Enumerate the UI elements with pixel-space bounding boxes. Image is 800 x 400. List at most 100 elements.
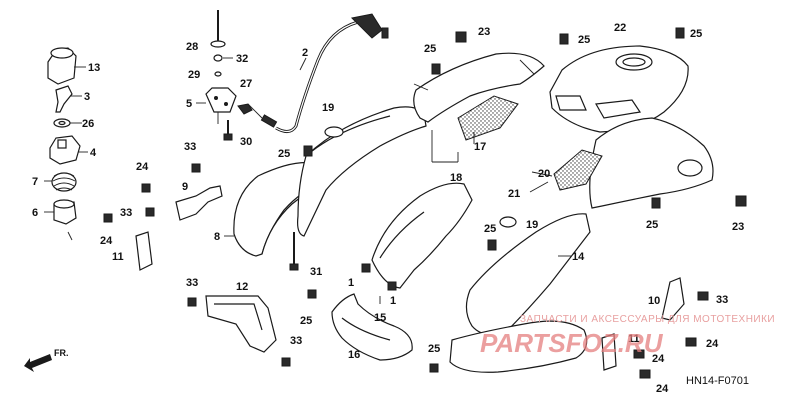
callout-24a: 24 xyxy=(136,161,149,173)
washer-part-26 xyxy=(53,118,82,128)
callout-7: 7 xyxy=(32,176,38,188)
callout-19b: 19 xyxy=(526,219,538,231)
cable-part-2 xyxy=(260,13,389,133)
callout-33e: 33 xyxy=(716,294,728,306)
leader xyxy=(67,231,73,241)
callout-14: 14 xyxy=(572,251,585,263)
screw-part-27 xyxy=(237,103,263,119)
callout-26: 26 xyxy=(82,118,94,130)
callout-10: 10 xyxy=(648,295,660,307)
callout-11a: 11 xyxy=(112,251,124,263)
valve-part-3 xyxy=(55,85,82,113)
callout-25h: 25 xyxy=(646,219,658,231)
callout-31: 31 xyxy=(310,266,322,278)
callout-28: 28 xyxy=(186,41,198,53)
callout-15: 15 xyxy=(374,312,386,324)
callout-24e: 24 xyxy=(656,383,669,395)
bracket-part-5 xyxy=(196,87,237,113)
callout-17: 17 xyxy=(474,141,486,153)
bolt-part-33a xyxy=(191,163,201,173)
tank-cover-part-22 xyxy=(549,45,689,133)
bracket-part-10 xyxy=(661,277,685,321)
bolt-part-25g xyxy=(675,27,685,39)
bolt-part-33e xyxy=(697,291,709,301)
callout-22: 22 xyxy=(614,22,626,34)
callout-25d: 25 xyxy=(484,223,496,235)
callout-1b: 1 xyxy=(390,295,396,307)
callout-23b: 23 xyxy=(732,221,744,233)
callout-32: 32 xyxy=(236,53,248,65)
callout-25f: 25 xyxy=(578,34,590,46)
callout-24c: 24 xyxy=(706,338,719,350)
bolt-part-24d xyxy=(639,369,651,379)
callout-30: 30 xyxy=(240,136,252,148)
callout-33b: 33 xyxy=(120,207,132,219)
housing-part-4 xyxy=(49,135,88,165)
bolt-part-25e xyxy=(431,63,441,75)
callout-29: 29 xyxy=(188,69,200,81)
bolt-part-1c xyxy=(633,349,645,359)
stay-part-11b xyxy=(601,333,617,371)
callout-25e: 25 xyxy=(424,43,436,55)
callout-33a: 33 xyxy=(184,141,196,153)
watermark-tagline: ЗАПЧАСТИ И АКСЕССУАРЫ ДЛЯ МОТОТЕХНИКИ xyxy=(520,314,775,325)
callout-16: 16 xyxy=(348,349,360,361)
callout-20: 20 xyxy=(538,168,550,180)
bolt-part-25d xyxy=(487,239,497,251)
callout-3: 3 xyxy=(84,91,90,103)
bolt-part-33c xyxy=(187,297,197,307)
spring-part-7 xyxy=(44,172,77,192)
callout-27: 27 xyxy=(240,78,252,90)
callout-12: 12 xyxy=(236,281,248,293)
callout-25b: 25 xyxy=(300,315,312,327)
stay-part-11 xyxy=(135,231,153,271)
callout-23a: 23 xyxy=(478,26,490,38)
callout-33c: 33 xyxy=(186,277,198,289)
callout-24b: 24 xyxy=(100,235,113,247)
callout-25c: 25 xyxy=(428,343,440,355)
front-arrow-icon: FR. xyxy=(24,348,69,372)
bolt-part-24b xyxy=(103,213,113,223)
diagram-code: HN14-F0701 xyxy=(686,375,749,387)
callout-24d: 24 xyxy=(652,353,665,365)
callout-13: 13 xyxy=(88,62,100,74)
callout-21: 21 xyxy=(508,188,520,200)
bolt-part-25a xyxy=(303,145,313,157)
cap-part-6 xyxy=(44,199,77,225)
leader xyxy=(531,171,553,177)
callout-5: 5 xyxy=(186,98,192,110)
side-panel-part-20 xyxy=(553,117,714,209)
grommet-part-19a xyxy=(324,126,344,138)
watermark: ЗАПЧАСТИ И АКСЕССУАРЫ ДЛЯ МОТОТЕХНИКИ PA… xyxy=(480,314,775,358)
stud-part-28 xyxy=(210,10,226,48)
front-marker: FR. xyxy=(54,348,69,358)
lower-cover-part-14 xyxy=(449,213,591,373)
bolt-part-25b xyxy=(307,289,317,299)
center-shroud-part-15 xyxy=(371,182,473,289)
bolt-part-31 xyxy=(289,232,299,271)
leader xyxy=(529,181,549,193)
bolt-part-25f xyxy=(559,33,569,45)
bolt-part-25h xyxy=(651,197,661,209)
clip-part-1 xyxy=(361,263,397,291)
cap-part-13 xyxy=(47,47,86,85)
bracket-part-9 xyxy=(175,185,223,221)
callout-18: 18 xyxy=(450,172,462,184)
bolt-part-23b xyxy=(735,195,747,207)
callout-2: 2 xyxy=(302,47,308,59)
callout-25g: 25 xyxy=(690,28,702,40)
bolt-part-24a xyxy=(141,183,151,193)
watermark-brand: PARTSFOZ.RU xyxy=(480,328,664,358)
washer-part-29 xyxy=(214,71,222,77)
callout-4: 4 xyxy=(90,147,97,159)
side-cover-part-17 xyxy=(413,52,545,141)
undercover-part-16 xyxy=(331,293,413,361)
callout-1a: 1 xyxy=(348,277,354,289)
bolt-part-25c xyxy=(429,363,439,373)
callout-6: 6 xyxy=(32,207,38,219)
grommet-part-19b xyxy=(499,216,517,228)
nut-part-32 xyxy=(213,54,233,62)
callout-19a: 19 xyxy=(322,102,334,114)
